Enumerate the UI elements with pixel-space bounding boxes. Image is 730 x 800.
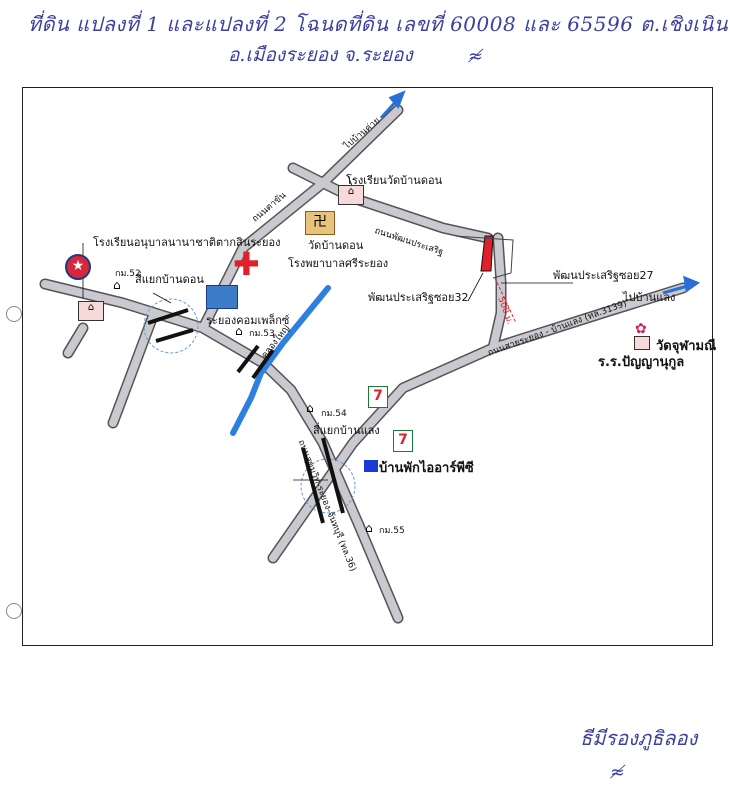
label-rayong-complex: ระยองคอมเพล็กซ์ [206, 314, 290, 327]
plot-boundary [455, 235, 514, 279]
school-icon-chulamanee [634, 336, 650, 350]
junction-circle-bandon [143, 298, 199, 354]
gas-station-icon: ★ [65, 254, 91, 280]
label-wat-bandon: วัดบ้านดอน [308, 239, 364, 252]
label-hospital: โรงพยาบาลศรีระยอง [288, 257, 389, 270]
school-icon-intl: ⌂ [78, 301, 104, 321]
seven-eleven-icon: 7 [368, 386, 388, 408]
label-ban-phak: บ้านพักไออาร์พีซี [379, 461, 474, 476]
binder-hole-top [6, 306, 22, 322]
direction-arrows [379, 90, 701, 295]
km-post-icon: ⌂ [306, 401, 314, 415]
label-school-intl: โรงเรียนอนุบาลนานาชาติตากสินระยอง [93, 236, 281, 249]
header-title-line1: ที่ดิน แปลงที่ 1 และแปลงที่ 2 โฉนดที่ดิน… [28, 12, 728, 36]
map-frame: ★ ⌂ ⌂ 卍 ✚ ⌂ ⌂ ⌂ ⌂ 7 7 ✿ โรงเรียนอนุบาลนา… [22, 87, 717, 646]
label-soi32: พัฒนประเสริฐซอย32 [368, 291, 469, 304]
label-km54: กม.54 [321, 409, 347, 419]
bridge-marks [147, 308, 345, 524]
label-school-panya: ร.ร.ปัญญานุกูล [598, 355, 685, 370]
hospital-icon: ✚ [233, 245, 260, 283]
signature-name: ธีมีรองภูธิลอง [580, 726, 698, 750]
label-km52: กม.52 [115, 269, 141, 279]
house-icon-banphak [364, 460, 378, 472]
label-junction-bandon: สี่แยกบ้านดอน [135, 273, 204, 286]
km-post-icon: ⌂ [235, 324, 243, 338]
km-post-icon: ⌂ [113, 278, 121, 292]
label-km55: กม.55 [379, 526, 405, 536]
label-wat-chulamanee: วัดจุฬามณี [656, 339, 717, 354]
building-icon-complex [206, 285, 238, 309]
label-soi27: พัฒนประเสริฐซอย27 [553, 269, 654, 282]
initials-mark: ≉ [468, 46, 484, 67]
distance-line [494, 277, 517, 324]
label-school-bandon: โรงเรียนวัดบ้านดอน [346, 174, 443, 187]
school-icon-bandon: ⌂ [338, 185, 364, 205]
km-post-icon: ⌂ [365, 521, 373, 535]
signature-mark: ≉ [610, 762, 626, 783]
label-junction-banlaeng: สี่แยกบ้านแลง [313, 424, 380, 437]
land-plot [480, 235, 494, 272]
canal-khlong-yai [230, 285, 331, 436]
temple-icon-bandon: 卍 [305, 211, 335, 235]
header-title-line2: อ.เมืองระยอง จ.ระยอง [228, 44, 413, 66]
binder-hole-bottom [6, 603, 22, 619]
seven-eleven-icon: 7 [393, 430, 413, 452]
label-to-banlaeng: ไปบ้านแลง [623, 291, 676, 304]
temple-icon-chulamanee: ✿ [635, 321, 647, 337]
label-km53: กม.53 [249, 329, 275, 339]
